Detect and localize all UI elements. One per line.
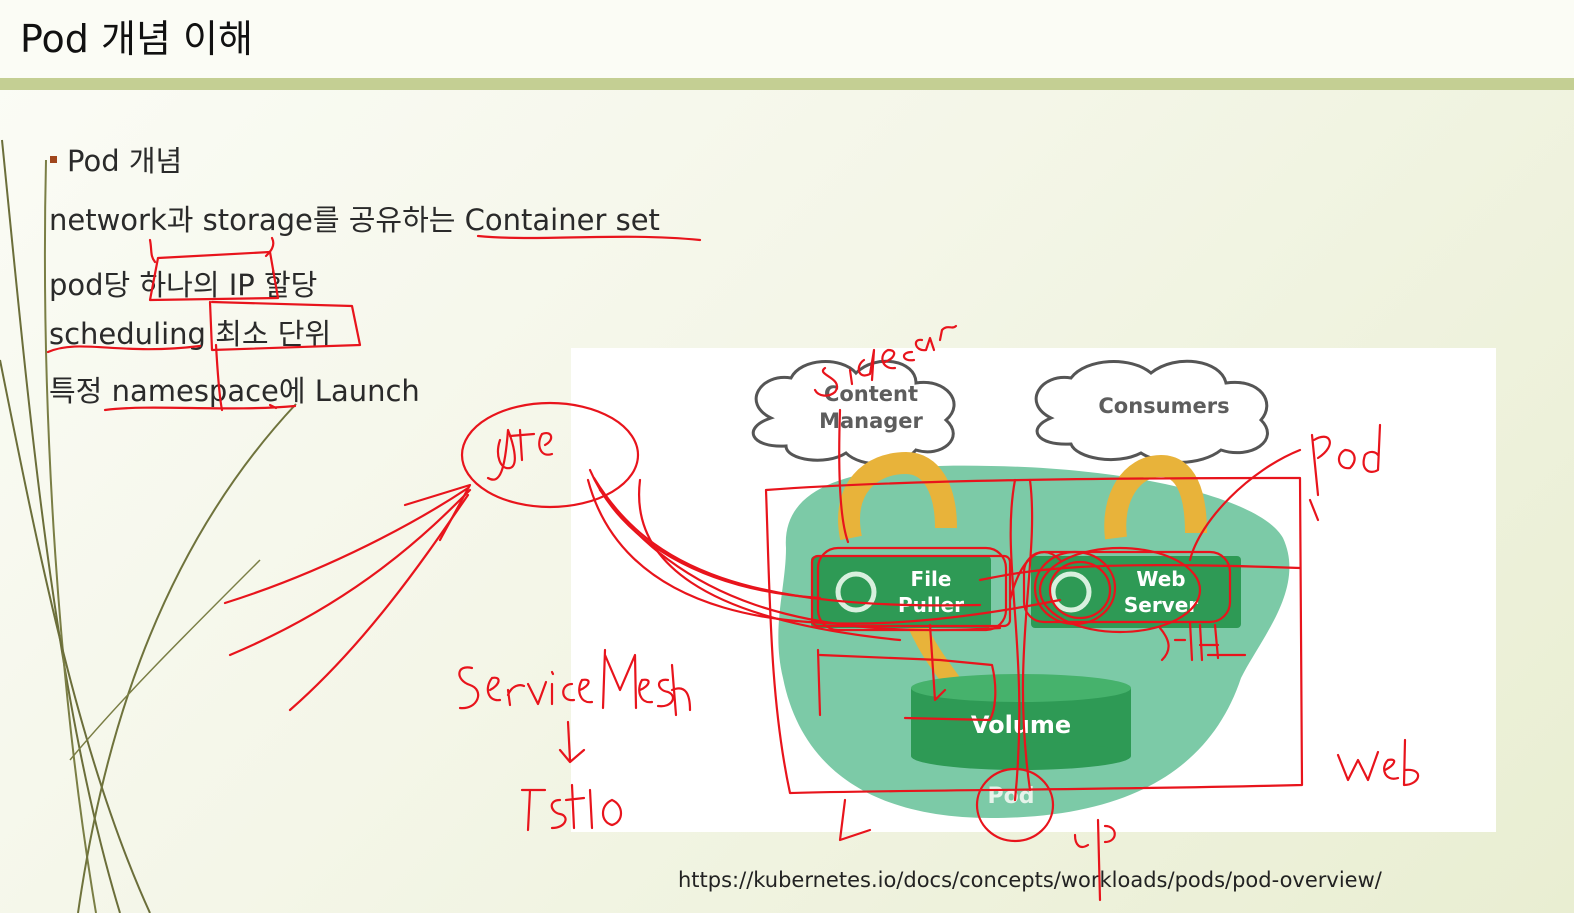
pod-diagram: Content Manager Consumers File Puller We… xyxy=(571,348,1496,832)
cloud-right-label: Consumers xyxy=(1098,394,1229,418)
consumers-cloud: Consumers xyxy=(1034,359,1269,464)
web-server-line2: Server xyxy=(1124,593,1198,617)
file-puller-line2: Puller xyxy=(898,593,964,617)
file-puller-line1: File xyxy=(911,567,952,591)
source-link[interactable]: https://kubernetes.io/docs/concepts/work… xyxy=(678,868,1382,892)
pod-label: Pod xyxy=(988,784,1035,809)
body-line-3: scheduling 최소 단위 xyxy=(49,317,332,351)
content-manager-cloud: Content Manager xyxy=(751,359,956,466)
bullet-text: Pod 개념 xyxy=(67,144,183,178)
cloud-left-line1: Content xyxy=(824,382,918,406)
cloud-left-line2: Manager xyxy=(819,409,923,433)
web-server-box: Web Server xyxy=(1031,556,1241,628)
slide-title-bar: Pod 개념 이해 xyxy=(0,0,1574,78)
file-puller-box: File Puller xyxy=(811,556,991,628)
body-line-2: pod당 하나의 IP 할당 xyxy=(49,268,318,302)
slide-title: Pod 개념 이해 xyxy=(20,17,253,61)
body-line-4: 특정 namespace에 Launch xyxy=(49,374,420,408)
title-divider-band xyxy=(0,78,1574,90)
bullet-marker xyxy=(50,155,57,163)
body-line-1: network과 storage를 공유하는 Container set xyxy=(49,203,660,237)
bullet-heading: Pod 개념 xyxy=(50,138,182,180)
volume-label: Volume xyxy=(971,711,1071,739)
web-server-line1: Web xyxy=(1136,567,1185,591)
volume-cylinder: Volume xyxy=(911,674,1131,770)
